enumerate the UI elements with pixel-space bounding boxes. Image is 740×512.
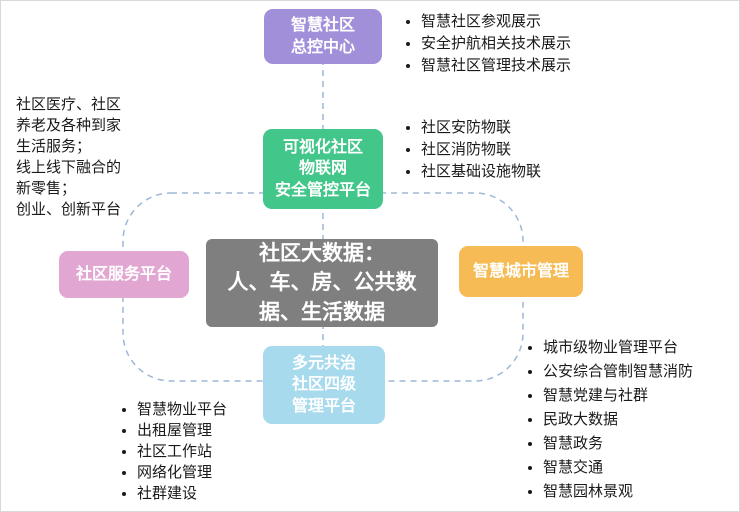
- list-item: 城市级物业管理平台: [543, 336, 693, 360]
- list-item: 安全护航相关技术展示: [421, 33, 571, 55]
- list-item: 智慧交通: [543, 456, 693, 480]
- node-community-big-data: 社区大数据： 人、车、房、公共数 据、生活数据: [206, 239, 438, 327]
- list-item: 民政大数据: [543, 408, 693, 432]
- list-item: 公安综合管制智慧消防: [543, 360, 693, 384]
- list-item: 社群建设: [137, 483, 227, 504]
- list-item: 智慧社区参观展示: [421, 11, 571, 33]
- node-smart-city-management: 智慧城市管理: [459, 246, 583, 297]
- middle-right-bullet-list: 社区安防物联 社区消防物联 社区基础设施物联: [401, 117, 541, 183]
- list-item: 网络化管理: [137, 462, 227, 483]
- list-item: 出租屋管理: [137, 420, 227, 441]
- list-item: 社区消防物联: [421, 139, 541, 161]
- list-item: 社区工作站: [137, 441, 227, 462]
- list-item: 智慧政务: [543, 432, 693, 456]
- node-community-service-platform: 社区服务平台: [59, 251, 189, 298]
- list-item: 社区安防物联: [421, 117, 541, 139]
- list-item: 社区基础设施物联: [421, 161, 541, 183]
- node-master-control-center: 智慧社区 总控中心: [264, 9, 382, 64]
- bottom-right-bullet-list: 城市级物业管理平台 公安综合管制智慧消防 智慧党建与社群 民政大数据 智慧政务 …: [523, 336, 693, 504]
- node-four-level-management-platform: 多元共治 社区四级 管理平台: [263, 346, 385, 424]
- top-right-bullet-list: 智慧社区参观展示 安全护航相关技术展示 智慧社区管理技术展示: [401, 11, 571, 77]
- list-item: 智慧物业平台: [137, 399, 227, 420]
- node-iot-security-platform: 可视化社区 物联网 安全管控平台: [263, 129, 383, 209]
- bottom-left-bullet-list: 智慧物业平台 出租屋管理 社区工作站 网络化管理 社群建设: [117, 399, 227, 504]
- list-item: 智慧园林景观: [543, 480, 693, 504]
- list-item: 智慧社区管理技术展示: [421, 55, 571, 77]
- left-annotation-text: 社区医疗、社区 养老及各种到家 生活服务； 线上线下融合的 新零售； 创业、创新…: [16, 96, 122, 218]
- list-item: 智慧党建与社群: [543, 384, 693, 408]
